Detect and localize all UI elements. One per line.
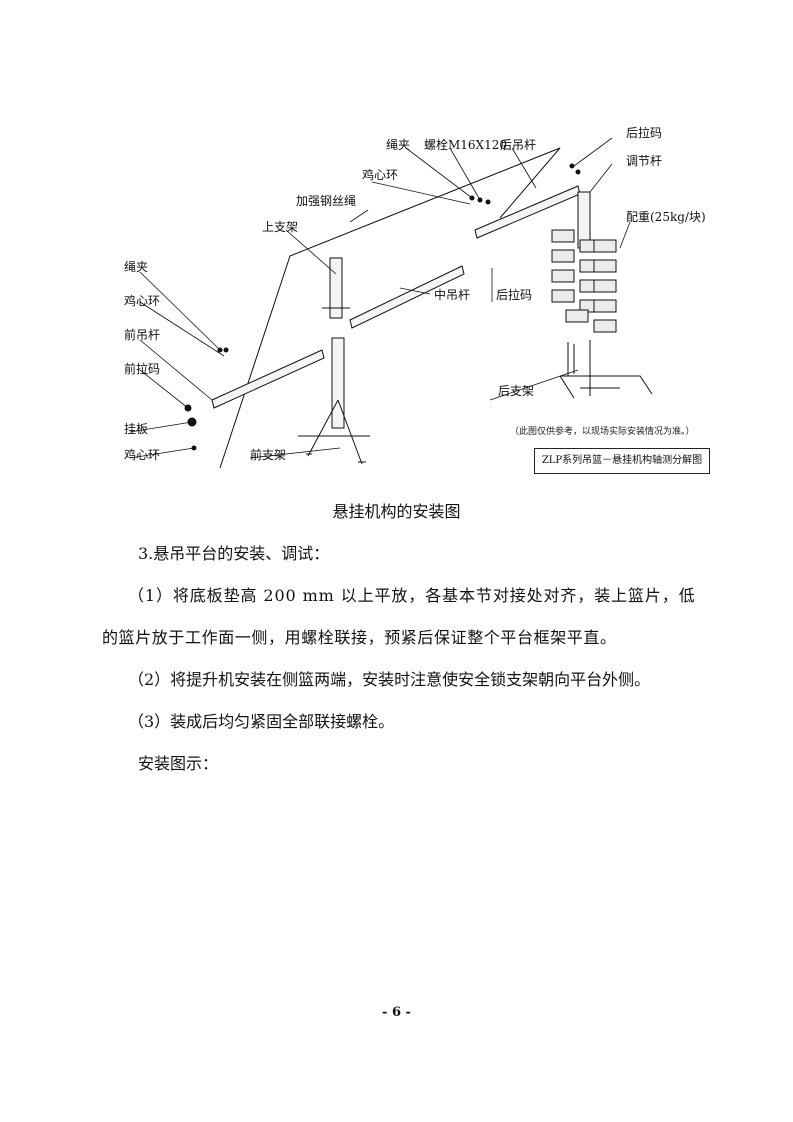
label-rear-bracket: 后支架 [498,384,535,398]
paragraph-3: （3）装成后均匀紧固全部联接螺栓。 [128,712,395,731]
leader-lines [129,137,631,459]
reinforcement-wire-rope [219,147,561,469]
suspension-mechanism-figure: 绳夹 螺栓M16X120 后吊杆 后拉码 鸡心环 调节杆 加强钢丝绳 配重(25… [100,118,740,488]
label-bolt: 螺栓M16X120 [424,138,508,152]
section-heading: 3.悬吊平台的安装、调试： [138,544,330,563]
label-counterweight: 配重(25kg/块) [626,210,706,224]
small-hardware [184,163,581,451]
label-rope-clamp-top: 绳夹 [386,138,411,152]
upper-bracket-shape [329,257,343,319]
label-middle-boom: 中吊杆 [434,288,471,302]
label-thimble-left: 鸡心环 [124,294,161,308]
label-reinforce-wire: 加强钢丝绳 [296,194,357,208]
label-front-bracket: 前支架 [250,448,287,462]
label-thimble-bottom: 鸡心环 [124,448,161,462]
paragraph-1-line-2: 的篮片放于工作面一侧，用螺栓联接，预紧后保证整个平台框架平直。 [102,628,617,647]
figure-caption: 悬挂机构的安装图 [332,502,461,521]
counterweight-blocks [551,229,617,333]
front-bracket-legs [298,399,370,465]
label-rear-clamp-mid: 后拉码 [496,288,533,302]
front-boom-shape [211,349,325,409]
label-hanging-plate: 挂板 [124,422,149,436]
label-rope-clamp-left: 绳夹 [124,260,149,274]
middle-boom-shape [349,265,465,329]
paragraph-1-line-1: （1）将底板垫高 200 mm 以上平放，各基本节对接处对齐，装上篮片，低 [128,586,696,605]
label-upper-bracket: 上支架 [262,220,299,234]
drawing-note: （此图仅供参考，以现场实际安装情况为准。） [510,427,695,437]
front-bracket-shape [331,337,345,429]
drawing-title-box: ZLP系列吊篮－悬挂机构轴测分解图 [534,448,710,474]
label-front-boom: 前吊杆 [124,328,161,342]
page-number: - 6 - [382,1005,411,1020]
label-rear-clamp-top: 后拉码 [626,126,663,140]
label-rear-boom: 后吊杆 [500,138,537,152]
paragraph-4: 安装图示： [138,754,219,773]
label-front-clamp: 前拉码 [124,362,161,376]
label-adjust-rod: 调节杆 [626,154,663,168]
rear-bracket-shape [559,340,653,399]
paragraph-2: （2）将提升机安装在侧篮两端，安装时注意使安全锁支架朝向平台外侧。 [128,670,651,689]
exploded-view-drawing [129,137,653,469]
label-thimble-top: 鸡心环 [362,168,399,182]
